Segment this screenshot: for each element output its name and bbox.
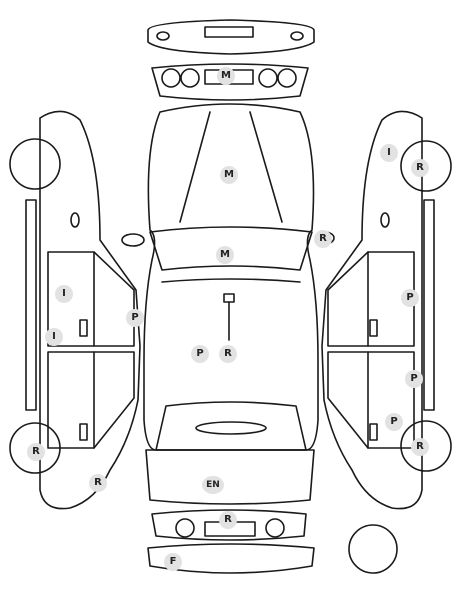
marker-right-front-wheel[interactable]: R (411, 438, 429, 456)
marker-hood-left[interactable]: P (191, 345, 209, 363)
marker-engine[interactable]: EN (202, 476, 224, 494)
marker-left-front-wheel[interactable]: R (27, 443, 45, 461)
front-hood (145, 449, 315, 505)
spare-wheel (348, 524, 398, 574)
marker-left-front-fender[interactable]: R (89, 474, 107, 492)
marker-mirror-right[interactable]: R (314, 230, 332, 248)
marker-rear-bumper-top[interactable]: M (217, 67, 235, 85)
rear-bumper (147, 19, 315, 55)
marker-windshield[interactable]: M (216, 246, 234, 264)
marker-left-door-handle[interactable]: I (45, 328, 63, 346)
car-body-top (121, 103, 335, 451)
marker-front-bumper[interactable]: F (164, 553, 182, 571)
marker-front-grille[interactable]: R (219, 511, 237, 529)
marker-right-door-lower[interactable]: P (405, 370, 423, 388)
marker-left-a-pillar[interactable]: P (126, 309, 144, 327)
marker-right-rear-fender[interactable]: I (380, 144, 398, 162)
front-bumper (147, 543, 315, 574)
car-right-side (321, 110, 452, 510)
marker-right-sill[interactable]: P (385, 413, 403, 431)
marker-left-door-front[interactable]: I (55, 285, 73, 303)
marker-hood-center[interactable]: R (219, 345, 237, 363)
marker-right-rear-wheel[interactable]: R (411, 159, 429, 177)
marker-roof[interactable]: M (220, 166, 238, 184)
marker-right-pillar-top[interactable]: P (401, 289, 419, 307)
